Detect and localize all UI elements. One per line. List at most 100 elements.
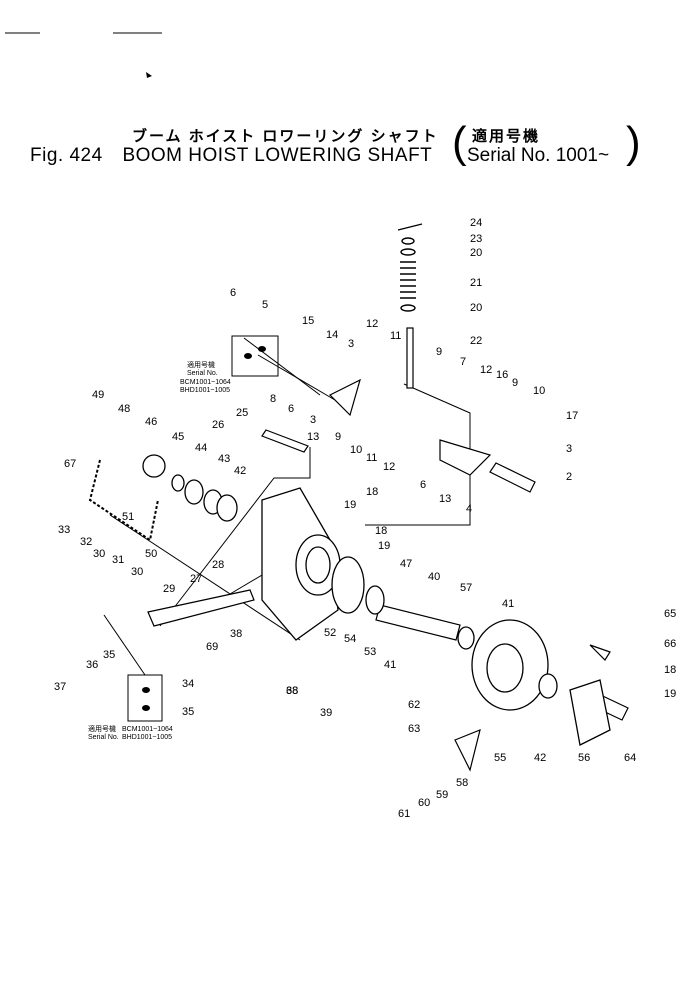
- callout: 18: [375, 525, 387, 537]
- callout: 11: [390, 330, 401, 342]
- note-serial-2: BHD1001~1005: [122, 734, 172, 741]
- callout: 41: [502, 598, 514, 610]
- callout: 31: [112, 554, 124, 566]
- callout: 19: [344, 499, 356, 511]
- callout: 39: [320, 707, 332, 719]
- callout: 29: [163, 583, 175, 595]
- callout: 58: [456, 777, 468, 789]
- callout: 4: [466, 503, 472, 515]
- callout: 3: [348, 338, 354, 350]
- callout: 40: [428, 571, 440, 583]
- callout: 50: [145, 548, 157, 560]
- applicability-japanese: 適用号機: [472, 128, 541, 145]
- callout: 38: [286, 685, 298, 697]
- callout: 30: [93, 548, 105, 560]
- callout: 26: [212, 419, 224, 431]
- callout: 42: [234, 465, 246, 477]
- callout: 9: [335, 431, 341, 443]
- callout: 45: [172, 431, 184, 443]
- callout: 38: [230, 628, 242, 640]
- callout: 44: [195, 442, 207, 454]
- callout: 5: [262, 299, 268, 311]
- stray-mark: [146, 72, 152, 78]
- callout: 3: [310, 414, 316, 426]
- callout: 36: [86, 659, 98, 671]
- callout: 49: [92, 389, 104, 401]
- callout: 18: [366, 486, 378, 498]
- figure-number: Fig. 424: [30, 145, 103, 166]
- callout: 37: [54, 681, 66, 693]
- figure-title-japanese: ブーム ホイスト ロワーリング シャフト: [132, 128, 439, 145]
- callout: 55: [494, 752, 506, 764]
- callout: 53: [364, 646, 376, 658]
- callout: 61: [398, 808, 410, 820]
- callout: 6: [420, 479, 426, 491]
- callout: 46: [145, 416, 157, 428]
- callout: 17: [566, 410, 578, 422]
- applicability-note-top: 適用号機 Serial No. BCM1001~1064 BHD1001~100…: [180, 335, 279, 394]
- callout: 20: [470, 247, 482, 259]
- callout: 35: [182, 706, 194, 718]
- callouts: 2 3 3 3 4 5 6 6 6 7 8 9 9 9 10 10 11 11 …: [54, 217, 676, 820]
- callout: 64: [624, 752, 636, 764]
- callout: 68: [286, 685, 298, 697]
- serial-range: Serial No. 1001~: [467, 145, 610, 166]
- callout: 35: [103, 649, 115, 661]
- callout: 14: [326, 329, 338, 341]
- figure-title: Fig. 424 BOOM HOIST LOWERING SHAFT: [30, 145, 432, 167]
- callout: 21: [470, 277, 482, 289]
- callout: 63: [408, 723, 420, 735]
- callout: 57: [460, 582, 472, 594]
- note-label: Serial No.: [187, 370, 218, 377]
- callout: 34: [182, 678, 194, 690]
- callout: 56: [578, 752, 590, 764]
- callout: 30: [131, 566, 143, 578]
- callout: 20: [470, 302, 482, 314]
- callout: 8: [270, 393, 276, 405]
- callout: 6: [288, 403, 294, 415]
- callout: 43: [218, 453, 230, 465]
- callout: 13: [439, 493, 451, 505]
- callout: 59: [436, 789, 448, 801]
- callout: 19: [664, 688, 676, 700]
- callout: 32: [80, 536, 92, 548]
- spring-assembly: [397, 223, 423, 312]
- callout: 12: [366, 318, 378, 330]
- callout: 9: [436, 346, 442, 358]
- callout: 16: [496, 369, 508, 381]
- note-serial-1: BCM1001~1064: [122, 726, 173, 733]
- note-header: 適用号機: [88, 724, 116, 733]
- note-serial-1: BCM1001~1064: [180, 379, 231, 386]
- callout: 28: [212, 559, 224, 571]
- housing: [261, 487, 385, 641]
- callout: 24: [470, 217, 482, 229]
- callout: 10: [350, 444, 362, 456]
- callout: 6: [230, 287, 236, 299]
- callout: 62: [408, 699, 420, 711]
- callout: 42: [534, 752, 546, 764]
- callout: 25: [236, 407, 248, 419]
- note-serial-2: BHD1001~1005: [180, 387, 230, 394]
- callout: 9: [512, 377, 518, 389]
- chain: [88, 459, 159, 542]
- left-parenthesis: (: [452, 118, 467, 167]
- callout: 18: [664, 664, 676, 676]
- callout: 60: [418, 797, 430, 809]
- callout: 15: [302, 315, 314, 327]
- callout: 41: [384, 659, 396, 671]
- callout: 54: [344, 633, 356, 645]
- note-header: 適用号機: [187, 360, 215, 369]
- callout: 11: [366, 452, 377, 464]
- callout: 19: [378, 540, 390, 552]
- right-parenthesis: ): [626, 118, 641, 167]
- callout: 52: [324, 627, 336, 639]
- callout: 66: [664, 638, 676, 650]
- callout: 13: [307, 431, 319, 443]
- callout: 22: [470, 335, 482, 347]
- callout: 7: [460, 356, 466, 368]
- levers: [328, 378, 611, 772]
- shafts: [147, 327, 629, 721]
- callout: 47: [400, 558, 412, 570]
- applicability-note-bottom: 適用号機 Serial No. BCM1001~1064 BHD1001~100…: [88, 674, 173, 741]
